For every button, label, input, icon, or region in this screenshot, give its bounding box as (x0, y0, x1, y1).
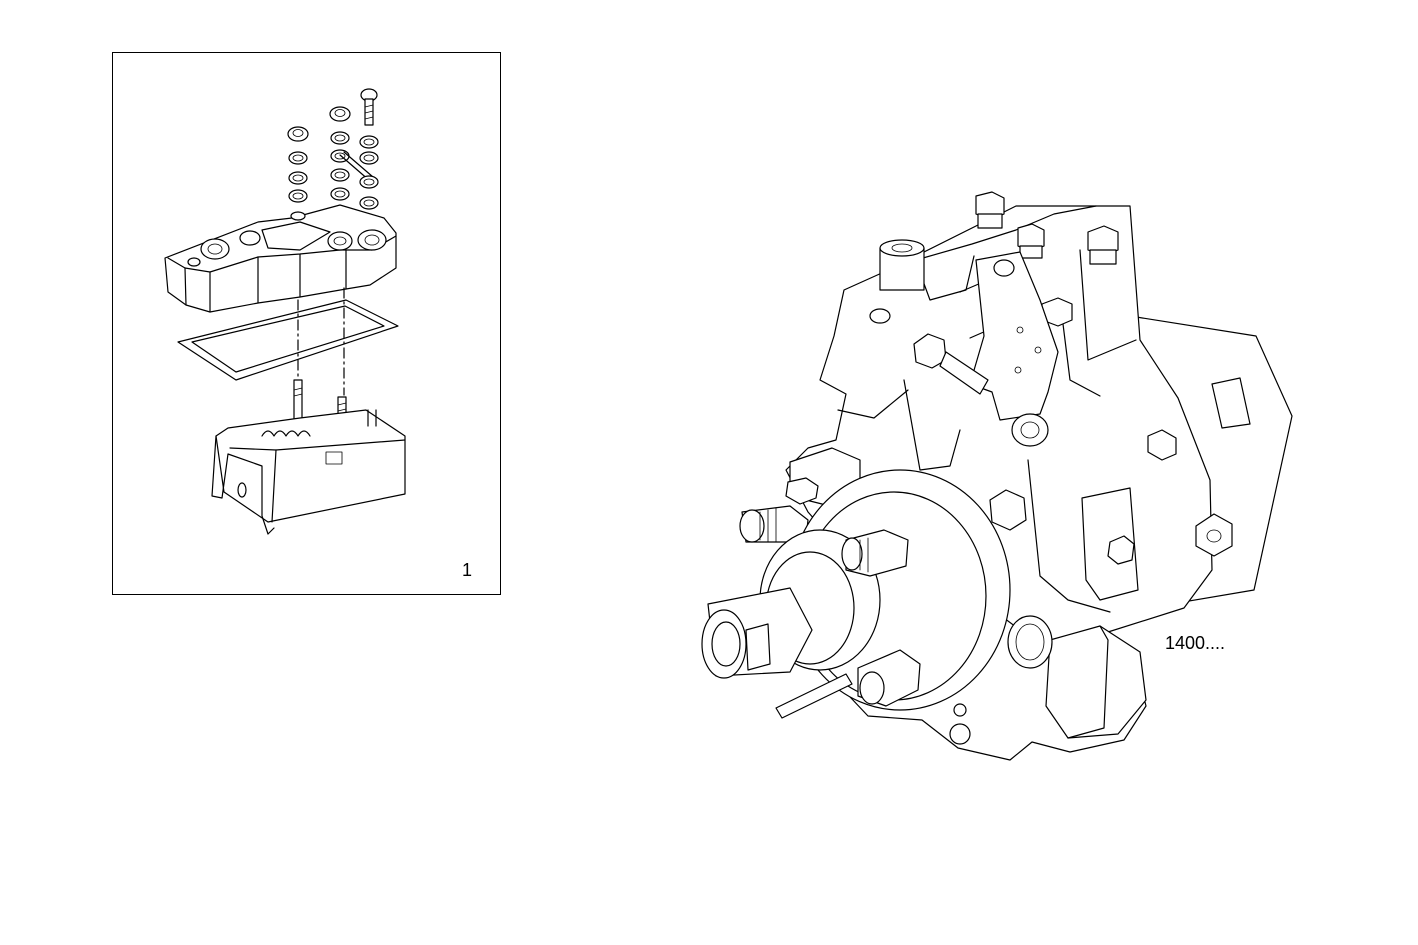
nut-washer-stack-middle (329, 106, 351, 201)
nut-washer-stack-right (359, 135, 379, 210)
inset-callout-number: 1 (462, 560, 473, 580)
screw (360, 88, 378, 126)
nut-washer-stack-left (287, 126, 309, 203)
pump-callout-number: 1400.... (1165, 633, 1226, 653)
solenoid-box (211, 409, 406, 535)
gasket (177, 299, 399, 381)
cover-housing (164, 204, 397, 313)
injection-pump-drawing (701, 191, 1293, 761)
inset-frame (112, 52, 501, 595)
